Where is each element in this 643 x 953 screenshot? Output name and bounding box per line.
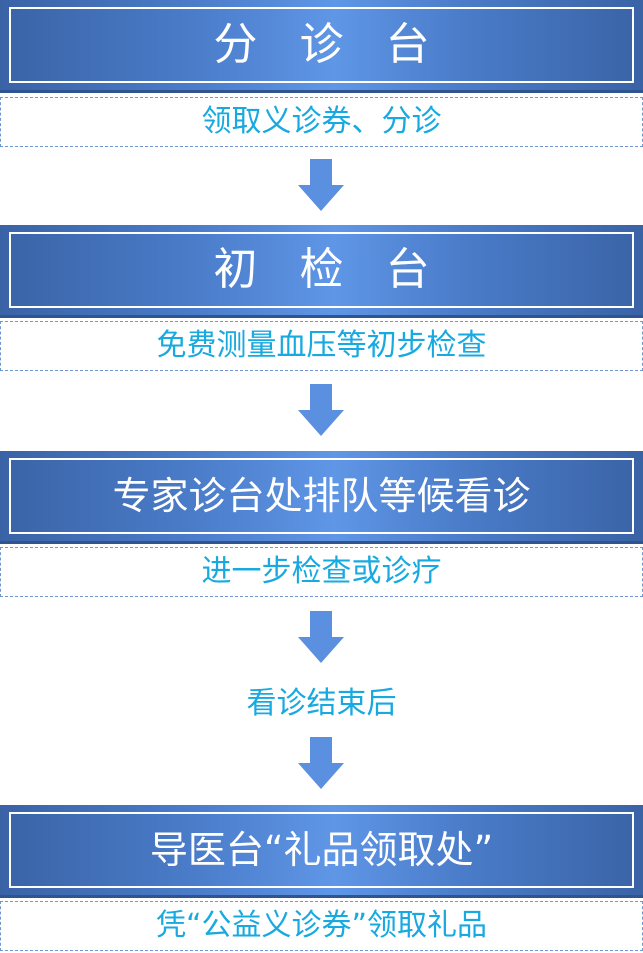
step-box-frame: 专家诊台处排队等候看诊 <box>9 458 634 534</box>
step-box-frame: 初 检 台 <box>9 232 634 308</box>
step-box-triage: 分 诊 台 <box>0 0 643 93</box>
note-box-expert-queue: 进一步检查或诊疗 <box>0 547 643 597</box>
step-box-gift-desk: 导医台“礼品领取处” <box>0 805 643 898</box>
down-arrow-icon <box>298 737 344 789</box>
down-arrow-icon <box>298 384 344 436</box>
step-title-initial-check: 初 检 台 <box>213 244 444 295</box>
note-text-initial-check: 免费测量血压等初步检查 <box>156 328 487 363</box>
note-text-triage: 领取义诊券、分诊 <box>201 104 442 139</box>
middle-note-text: 看诊结束后 <box>246 686 397 721</box>
note-text-gift-desk: 凭“公益义诊券”领取礼品 <box>155 908 488 943</box>
step-title-triage: 分 诊 台 <box>213 19 444 70</box>
step-box-initial-check: 初 检 台 <box>0 225 643 318</box>
step-title-gift-desk: 导医台“礼品领取处” <box>149 828 494 872</box>
step-box-frame: 导医台“礼品领取处” <box>9 812 634 888</box>
down-arrow-icon <box>298 611 344 663</box>
note-box-triage: 领取义诊券、分诊 <box>0 97 643 147</box>
note-box-gift-desk: 凭“公益义诊券”领取礼品 <box>0 901 643 951</box>
middle-note: 看诊结束后 <box>0 684 643 724</box>
step-title-expert-queue: 专家诊台处排队等候看诊 <box>112 474 531 518</box>
step-box-frame: 分 诊 台 <box>9 7 634 83</box>
down-arrow-icon <box>298 159 344 211</box>
step-box-expert-queue: 专家诊台处排队等候看诊 <box>0 451 643 544</box>
note-box-initial-check: 免费测量血压等初步检查 <box>0 321 643 371</box>
note-text-expert-queue: 进一步检查或诊疗 <box>201 554 442 589</box>
